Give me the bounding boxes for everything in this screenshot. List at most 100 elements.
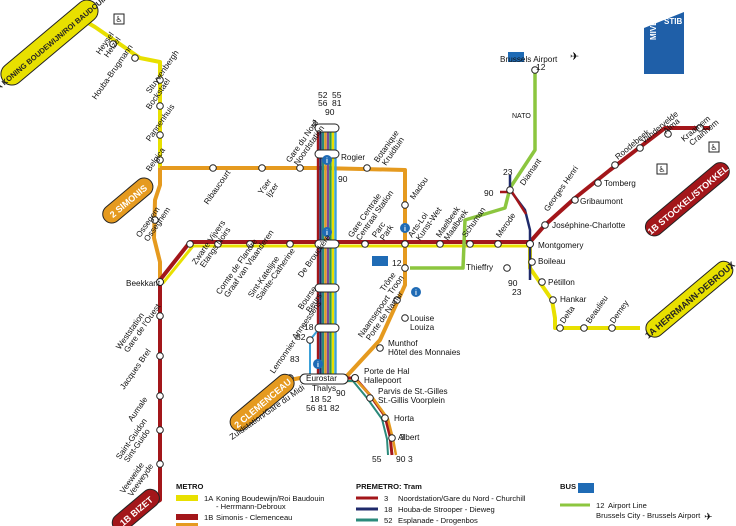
station-dots bbox=[109, 40, 704, 468]
wheelchair-icon-glyph: ♿ bbox=[658, 165, 665, 174]
wheelchair-icon bbox=[708, 141, 720, 153]
premetro-axis bbox=[316, 125, 337, 378]
svg-text:Georges Henri: Georges Henri bbox=[542, 164, 580, 213]
svg-text:PREMETRO: Tram: PREMETRO: Tram bbox=[356, 482, 422, 491]
svg-text:Simonis - Clemenceau: Simonis - Clemenceau bbox=[216, 513, 292, 522]
line-1-trunk-red bbox=[158, 240, 530, 282]
svg-text:3: 3 bbox=[312, 118, 317, 128]
stib-logo: STIB MIVB bbox=[644, 12, 684, 74]
svg-text:Gribaumont: Gribaumont bbox=[580, 197, 624, 206]
line-1-trunk-yellow bbox=[161, 244, 530, 284]
svg-text:3: 3 bbox=[408, 454, 413, 464]
svg-text:Albert: Albert bbox=[398, 433, 420, 442]
station-debrouckere-capsule bbox=[314, 239, 340, 249]
terminal-1a-herrmann-debroux: 1A HERRMANN-DEBROUX bbox=[643, 259, 736, 340]
bus-icon bbox=[508, 52, 524, 62]
info-icon: i bbox=[322, 155, 332, 165]
svg-text:- Herrmann-Debroux: - Herrmann-Debroux bbox=[216, 502, 286, 511]
svg-text:90: 90 bbox=[336, 388, 346, 398]
svg-text:Louiza: Louiza bbox=[410, 323, 435, 332]
svg-text:Ribaucourt: Ribaucourt bbox=[202, 168, 232, 206]
svg-text:Demey: Demey bbox=[608, 298, 631, 325]
svg-text:Brussels Airport: Brussels Airport bbox=[500, 55, 558, 64]
svg-text:METRO: METRO bbox=[176, 482, 204, 491]
svg-text:Thieffry: Thieffry bbox=[466, 263, 494, 272]
svg-text:1A: 1A bbox=[204, 494, 214, 503]
svg-text:Esplanade - Drogenbos: Esplanade - Drogenbos bbox=[398, 516, 478, 525]
svg-text:Parvis de St.-Gilles: Parvis de St.-Gilles bbox=[378, 387, 448, 396]
svg-text:12: 12 bbox=[596, 501, 604, 510]
svg-text:STIB: STIB bbox=[664, 17, 682, 26]
svg-text:12: 12 bbox=[392, 258, 402, 268]
svg-text:Rogier: Rogier bbox=[341, 153, 365, 162]
svg-text:Hallepoort: Hallepoort bbox=[364, 376, 402, 385]
bus-icon bbox=[372, 256, 388, 266]
svg-text:BUS: BUS bbox=[560, 482, 576, 491]
svg-text:1A HERRMANN-DEBROUX: 1A HERRMANN-DEBROUX bbox=[643, 259, 736, 340]
svg-text:18: 18 bbox=[384, 505, 392, 514]
svg-text:Beekkant: Beekkant bbox=[126, 279, 161, 288]
svg-text:i: i bbox=[317, 362, 319, 369]
svg-text:18: 18 bbox=[310, 394, 320, 404]
info-icon: i bbox=[400, 223, 410, 233]
svg-text:i: i bbox=[326, 230, 328, 237]
svg-text:52: 52 bbox=[322, 394, 332, 404]
svg-text:12: 12 bbox=[536, 62, 546, 72]
svg-text:NATO: NATO bbox=[512, 113, 531, 120]
svg-text:Horta: Horta bbox=[394, 414, 414, 423]
terminal-1b-stockel: 1B STOCKEL/STOKKEL bbox=[644, 162, 731, 237]
info-icon: i bbox=[313, 359, 323, 369]
svg-text:Houba-de Strooper - Dieweg: Houba-de Strooper - Dieweg bbox=[398, 505, 495, 514]
svg-text:St.-Gillis Voorplein: St.-Gillis Voorplein bbox=[378, 396, 445, 405]
svg-text:81: 81 bbox=[332, 98, 342, 108]
wheelchair-icon-glyph: ♿ bbox=[710, 143, 717, 152]
svg-text:Brussels City - Brussels Airpo: Brussels City - Brussels Airport bbox=[596, 511, 701, 520]
svg-text:MIVB: MIVB bbox=[649, 20, 658, 40]
svg-text:Montgomery: Montgomery bbox=[538, 241, 584, 250]
wheelchair-icon bbox=[113, 13, 125, 25]
svg-text:56: 56 bbox=[318, 98, 328, 108]
svg-text:18: 18 bbox=[304, 322, 314, 332]
svg-text:90: 90 bbox=[484, 188, 494, 198]
svg-text:Joséphine-Charlotte: Joséphine-Charlotte bbox=[552, 221, 626, 230]
svg-text:Porte de Hal: Porte de Hal bbox=[364, 367, 410, 376]
svg-text:Boileau: Boileau bbox=[538, 257, 566, 266]
svg-text:3: 3 bbox=[400, 432, 405, 442]
airplane-icon: ✈ bbox=[570, 50, 579, 63]
svg-text:52: 52 bbox=[318, 90, 328, 100]
svg-text:Beaulieu: Beaulieu bbox=[584, 294, 610, 326]
svg-text:81: 81 bbox=[318, 403, 328, 413]
station-nord-capsule bbox=[314, 123, 340, 133]
svg-text:Thalys: Thalys bbox=[312, 384, 336, 393]
svg-text:90: 90 bbox=[338, 174, 348, 184]
svg-text:Merode: Merode bbox=[494, 211, 518, 239]
svg-text:i: i bbox=[404, 226, 406, 233]
airplane-icon: ✈ bbox=[704, 512, 712, 523]
svg-text:3: 3 bbox=[384, 494, 388, 503]
svg-text:1B: 1B bbox=[204, 513, 213, 522]
svg-text:82: 82 bbox=[330, 403, 340, 413]
svg-text:Hôtel des Monnaies: Hôtel des Monnaies bbox=[388, 348, 460, 357]
svg-text:i: i bbox=[326, 158, 328, 165]
svg-text:Airport Line: Airport Line bbox=[608, 501, 647, 510]
svg-text:Aumale: Aumale bbox=[126, 395, 150, 423]
svg-text:Hankar: Hankar bbox=[560, 295, 587, 304]
svg-text:55: 55 bbox=[332, 90, 342, 100]
svg-text:Pétillon: Pétillon bbox=[548, 278, 575, 287]
svg-text:52: 52 bbox=[384, 516, 392, 525]
svg-text:Koning Boudewijn/Roi Baudouin: Koning Boudewijn/Roi Baudouin bbox=[216, 494, 325, 503]
svg-text:Noordstation/Gare du Nord - Ch: Noordstation/Gare du Nord - Churchill bbox=[398, 494, 526, 503]
tram-90 bbox=[500, 190, 528, 215]
svg-text:23: 23 bbox=[503, 167, 513, 177]
svg-text:Louise: Louise bbox=[410, 314, 435, 323]
station-bourse-capsule bbox=[314, 283, 340, 293]
wheelchair-icon bbox=[656, 163, 668, 175]
svg-text:Jacques Brel: Jacques Brel bbox=[118, 347, 153, 391]
svg-text:i: i bbox=[415, 290, 417, 297]
bus-12-line bbox=[410, 70, 537, 270]
info-icon: i bbox=[411, 287, 421, 297]
wheelchair-icon-glyph: ♿ bbox=[115, 15, 122, 24]
svg-text:56: 56 bbox=[306, 403, 316, 413]
svg-text:Madou: Madou bbox=[408, 175, 430, 201]
legend: METRO 1A Koning Boudewijn/Roi Baudouin -… bbox=[176, 482, 701, 526]
